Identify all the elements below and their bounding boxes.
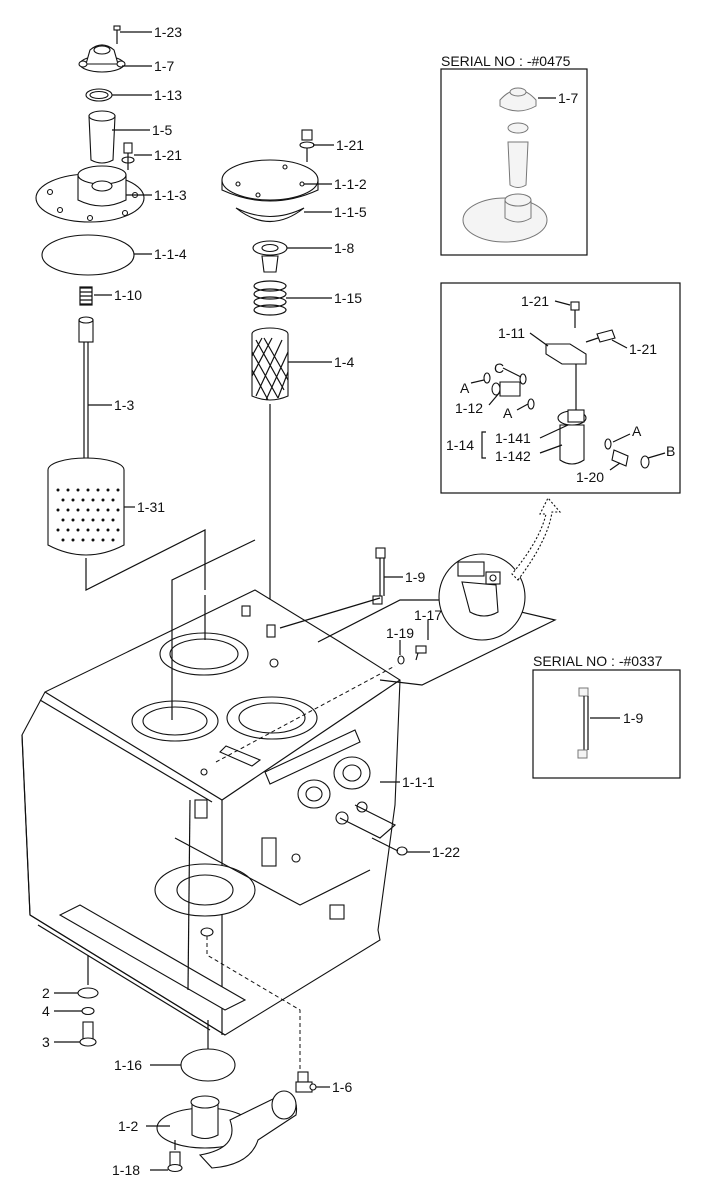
part-1-16-gasket	[180, 1048, 236, 1082]
label-1-5: 1-5	[152, 122, 172, 138]
part-1-2-suction-elbow	[156, 1090, 298, 1169]
detail-label-1-21-right: 1-21	[629, 341, 657, 357]
part-1-1-3-cover-plate	[35, 165, 145, 223]
detail-label-B: B	[666, 443, 675, 459]
dash-line-2	[206, 936, 301, 1072]
label-1-19: 1-19	[386, 625, 414, 641]
label-1-8: 1-8	[334, 240, 354, 256]
part-1-1-2-cover	[221, 159, 319, 202]
label-1-4: 1-4	[334, 354, 354, 370]
detail-label-1-11: 1-11	[498, 325, 525, 341]
dash-line-1	[215, 665, 396, 763]
label-1-31: 1-31	[137, 499, 165, 515]
label-1-23: 1-23	[154, 24, 182, 40]
inset-0475-label-1-7: 1-7	[558, 90, 578, 106]
inset-0337-header: SERIAL NO : -#0337	[533, 653, 663, 669]
part-1-21-bolt-left	[121, 142, 135, 170]
label-1-10: 1-10	[114, 287, 142, 303]
callout-labels: 1-23 1-7 1-13 1-5 1-21 1-1-3 1-1-4 1-10 …	[42, 24, 460, 1178]
label-1-13: 1-13	[154, 87, 182, 103]
part-2-washer	[77, 987, 99, 999]
part-1-3-rod	[78, 316, 94, 472]
inset-filter-detail: 1-21 1-11 1-21 C A 1-12 A 1-14 1-141 1-1…	[440, 282, 681, 494]
label-1-6: 1-6	[332, 1079, 352, 1095]
label-1-1-3: 1-1-3	[154, 187, 187, 203]
detail-label-A-3: A	[632, 423, 642, 439]
detail-label-A-1: A	[460, 380, 470, 396]
detail-label-A-2: A	[503, 405, 513, 421]
detail-label-1-12: 1-12	[455, 400, 483, 416]
label-1-1-5: 1-1-5	[334, 204, 367, 220]
detail-label-1-21-top: 1-21	[521, 293, 549, 309]
part-1-10-spring	[79, 286, 93, 306]
assembly-line-left	[85, 529, 206, 591]
label-1-16: 1-16	[114, 1057, 142, 1073]
part-1-17-plug	[415, 645, 427, 661]
label-1-17: 1-17	[414, 607, 442, 623]
assembly-line-tank	[171, 539, 256, 720]
part-1-9-level-gauge	[372, 547, 386, 605]
inset-0475-header: SERIAL NO : -#0475	[441, 53, 571, 69]
detail-arrow	[511, 497, 562, 581]
part-1-31-filter-element	[47, 457, 125, 556]
label-1-1-1: 1-1-1	[402, 774, 435, 790]
part-1-8-valve	[252, 240, 288, 273]
label-1-15: 1-15	[334, 290, 362, 306]
part-1-6-drain	[295, 1071, 317, 1093]
part-3-bolt	[79, 1021, 97, 1047]
label-1-9: 1-9	[405, 569, 425, 585]
label-2: 2	[42, 985, 50, 1001]
part-1-1-4-gasket	[41, 234, 135, 276]
part-1-23-bolt	[113, 25, 121, 44]
tank-body	[21, 589, 401, 1036]
label-1-7: 1-7	[154, 58, 174, 74]
detail-label-1-14: 1-14	[446, 437, 474, 453]
inset-serial-0337: SERIAL NO : -#0337 1-9	[532, 653, 681, 779]
part-1-18-bolt	[167, 1140, 183, 1173]
part-1-5-strainer-tube	[88, 110, 116, 164]
part-1-13-oring	[85, 88, 113, 102]
label-1-21-mid: 1-21	[336, 137, 364, 153]
inset-0475-cap	[499, 87, 537, 112]
label-1-21: 1-21	[154, 147, 182, 163]
part-1-1-5-gasket	[235, 207, 305, 222]
detail-label-C: C	[494, 360, 504, 376]
part-1-4-return-filter-element	[251, 327, 289, 401]
detail-label-1-142: 1-142	[495, 448, 531, 464]
part-1-15-spring	[253, 280, 287, 316]
label-1-1-2: 1-1-2	[334, 176, 367, 192]
label-1-1-4: 1-1-4	[154, 246, 187, 262]
part-1-19-oring	[397, 655, 405, 665]
detail-label-1-20: 1-20	[576, 469, 604, 485]
label-1-22: 1-22	[432, 844, 460, 860]
inset-serial-0475: SERIAL NO : -#0475 1-7	[440, 53, 588, 256]
label-1-18: 1-18	[112, 1162, 140, 1178]
label-1-3: 1-3	[114, 397, 134, 413]
part-1-7-cap	[78, 44, 126, 73]
part-1-22-screw	[339, 804, 408, 856]
label-1-2: 1-2	[118, 1118, 138, 1134]
leader-lines	[54, 31, 430, 1171]
detail-magnifier-circle	[438, 553, 526, 641]
part-1-21-bolt-mid	[299, 129, 315, 162]
label-4: 4	[42, 1003, 50, 1019]
inset-0337-label-1-9: 1-9	[623, 710, 643, 726]
detail-label-1-141: 1-141	[495, 430, 531, 446]
label-3: 3	[42, 1034, 50, 1050]
part-4-washer	[81, 1006, 95, 1016]
